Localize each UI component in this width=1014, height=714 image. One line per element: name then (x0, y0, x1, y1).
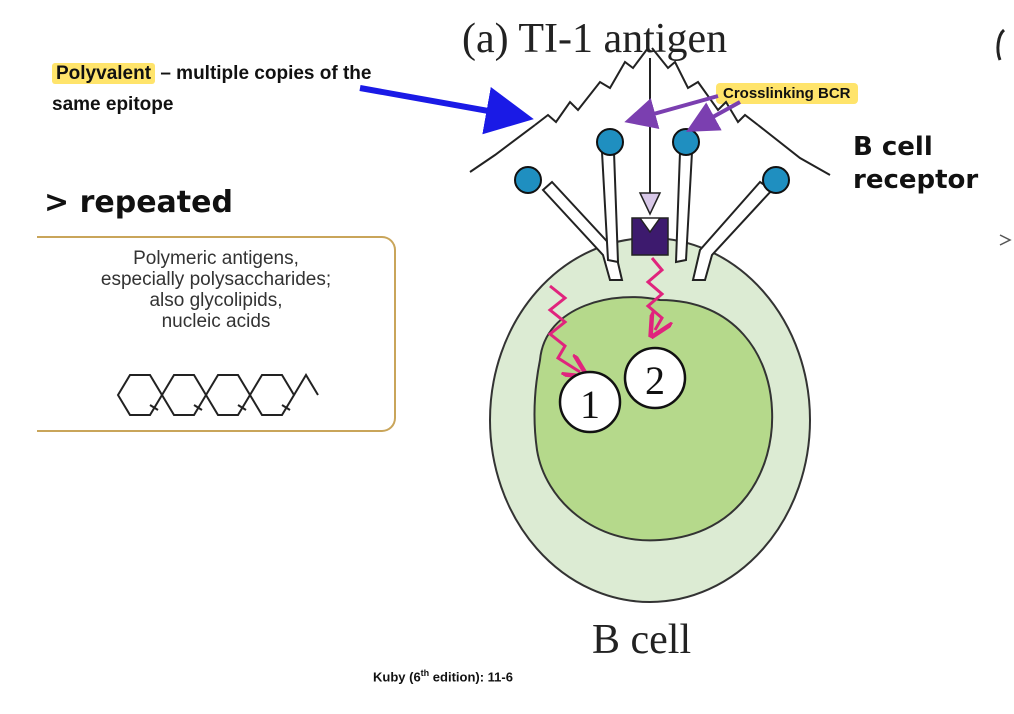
citation-sup: th (420, 668, 430, 678)
bcr-receptors (541, 151, 774, 281)
crosslinking-bcr-label: Crosslinking BCR (716, 83, 858, 104)
info-line: Polymeric antigens, (133, 248, 299, 269)
signal-arrow-1 (547, 284, 580, 372)
antigen-info-text: Polymeric antigens, especially polysacch… (40, 248, 392, 332)
ti1-antigen-chain (469, 47, 831, 176)
citation-suffix: edition): 11-6 (429, 669, 513, 685)
epitope-head (514, 166, 542, 194)
polyvalent-keyword: Polyvalent (52, 63, 156, 84)
b-cell-nucleus (533, 296, 774, 542)
next-panel-fragment (996, 28, 1006, 61)
handwritten-bcell-receptor: B cell receptor (853, 131, 978, 197)
info-line: especially polysaccharides; (100, 269, 332, 290)
epitope-head (672, 128, 700, 156)
citation-prefix: Kuby (6 (373, 669, 421, 685)
signal-arrow-2 (645, 257, 662, 330)
polyvalent-arrow (359, 85, 534, 135)
epitope-head (596, 128, 624, 156)
polysaccharide-chain-icon (116, 373, 319, 416)
b-cell-label: B cell (592, 617, 692, 663)
handwritten-receptor: receptor (853, 165, 979, 195)
citation: Kuby (6th edition): 11-6 (373, 668, 513, 684)
arrow-head-icon (638, 192, 662, 216)
marker-label-2: 2 (645, 358, 665, 403)
handwritten-bcell: B cell (853, 132, 933, 162)
handwritten-repeated: > repeated (44, 185, 233, 220)
marker-circle-2 (623, 346, 687, 410)
tlr-receptor-icon (631, 217, 669, 256)
polyvalent-note: Polyvalent – multiple copies of the same… (52, 58, 372, 120)
antigen-info-box (37, 236, 396, 432)
polyvalent-description: – multiple copies of the same epitope (52, 63, 372, 115)
marker-label-1: 1 (580, 382, 600, 427)
epitope-head (762, 166, 790, 194)
info-line: also glycolipids, (149, 290, 283, 311)
next-panel-fragment (999, 234, 1012, 246)
info-line: nucleic acids (161, 311, 271, 332)
crosslinking-arrow-left (624, 94, 719, 129)
crosslinking-arrow-right (685, 100, 741, 132)
figure-title: (a) TI-1 antigen (462, 16, 728, 62)
marker-circle-1 (558, 370, 622, 434)
